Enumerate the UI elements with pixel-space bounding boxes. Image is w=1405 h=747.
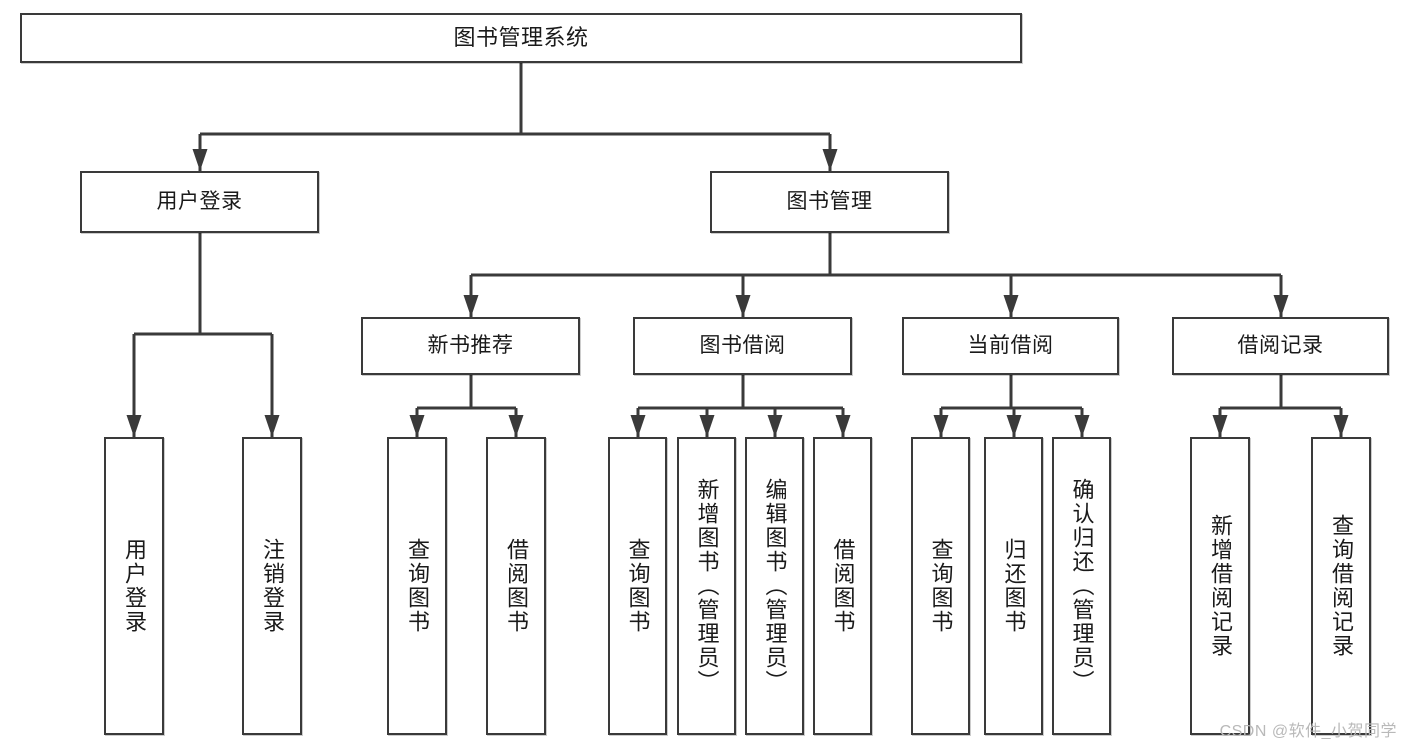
node-label: 查询借阅记录 [1329, 514, 1354, 658]
node-label: 查询图书 [928, 538, 954, 634]
node-leaf-return-book[interactable]: 归还图书 [984, 437, 1043, 735]
arrowhead-icon [767, 415, 783, 437]
node-label: 确认归还（管理员） [1069, 478, 1095, 694]
arrowhead-icon [126, 415, 142, 437]
node-new-book-recommend[interactable]: 新书推荐 [361, 317, 580, 375]
node-label: 当前借阅 [967, 333, 1054, 357]
node-user-login[interactable]: 用户登录 [80, 171, 319, 233]
node-label: 编辑图书（管理员） [762, 478, 788, 694]
node-label: 查询图书 [405, 538, 430, 634]
node-leaf-query-book-2[interactable]: 查询图书 [608, 437, 667, 735]
node-label: 查询图书 [625, 538, 651, 634]
node-leaf-add-book[interactable]: 新增图书（管理员） [677, 437, 736, 735]
node-leaf-add-record[interactable]: 新增借阅记录 [1190, 437, 1250, 735]
node-label: 借阅图书 [830, 538, 856, 634]
arrowhead-icon [933, 415, 949, 437]
node-book-management[interactable]: 图书管理 [710, 171, 949, 233]
arrowhead-icon [508, 415, 524, 437]
arrowhead-icon [264, 415, 280, 437]
arrowhead-icon [1003, 295, 1019, 317]
arrowhead-icon [699, 415, 715, 437]
arrowhead-icon [1333, 415, 1349, 437]
node-label: 新增借阅记录 [1208, 514, 1233, 658]
node-label: 借阅记录 [1237, 333, 1324, 357]
node-label: 注销登录 [260, 538, 285, 634]
node-book-borrow[interactable]: 图书借阅 [633, 317, 852, 375]
node-label: 图书管理 [786, 189, 873, 213]
node-leaf-query-book-1[interactable]: 查询图书 [387, 437, 447, 735]
node-label: 图书管理系统 [453, 25, 589, 51]
node-leaf-borrow-book-2[interactable]: 借阅图书 [813, 437, 872, 735]
node-leaf-user-login[interactable]: 用户登录 [104, 437, 164, 735]
arrowhead-icon [822, 149, 838, 171]
node-leaf-logout[interactable]: 注销登录 [242, 437, 302, 735]
node-leaf-confirm-return[interactable]: 确认归还（管理员） [1052, 437, 1111, 735]
arrowhead-icon [1212, 415, 1228, 437]
node-label: 新书推荐 [427, 333, 514, 357]
arrowhead-icon [1273, 295, 1289, 317]
node-leaf-borrow-book-1[interactable]: 借阅图书 [486, 437, 546, 735]
arrowhead-icon [192, 149, 208, 171]
arrowhead-icon [463, 295, 479, 317]
arrowhead-icon [1074, 415, 1090, 437]
node-borrow-records[interactable]: 借阅记录 [1172, 317, 1389, 375]
node-label: 新增图书（管理员） [694, 478, 720, 694]
arrowhead-icon [835, 415, 851, 437]
arrowhead-icon [630, 415, 646, 437]
node-leaf-query-record[interactable]: 查询借阅记录 [1311, 437, 1371, 735]
node-current-borrow[interactable]: 当前借阅 [902, 317, 1119, 375]
watermark: CSDN @软件_小贺同学 [1219, 723, 1397, 740]
node-leaf-edit-book[interactable]: 编辑图书（管理员） [745, 437, 804, 735]
node-label: 用户登录 [156, 189, 243, 213]
node-label: 图书借阅 [699, 333, 786, 357]
arrowhead-icon [1006, 415, 1022, 437]
node-root[interactable]: 图书管理系统 [20, 13, 1022, 63]
arrowhead-icon [409, 415, 425, 437]
node-label: 用户登录 [122, 538, 147, 634]
node-label: 借阅图书 [504, 538, 529, 634]
arrowhead-icon [735, 295, 751, 317]
node-label: 归还图书 [1001, 538, 1027, 634]
node-leaf-query-book-3[interactable]: 查询图书 [911, 437, 970, 735]
